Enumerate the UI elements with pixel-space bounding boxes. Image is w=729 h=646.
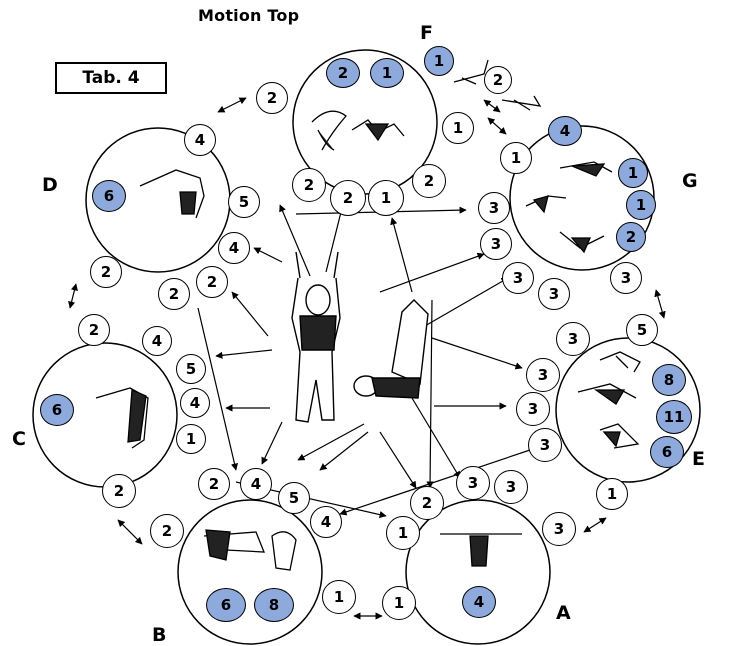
badge-c-4: 4 [142,326,172,356]
badge-e-1: 1 [596,478,628,510]
badge-d-4: 4 [218,232,250,264]
badge-top-left-2: 2 [256,82,288,114]
badge-g-2: 2 [616,222,646,252]
badge-c-4b: 4 [180,388,210,418]
badge-d-left-4: 4 [184,124,216,156]
badge-ring-1: 1 [368,180,404,216]
badge-e-8: 8 [652,364,686,396]
center-rolling-figure-icon [353,299,429,399]
badge-b-8: 8 [254,588,294,622]
badge-b-top-4: 4 [240,468,272,500]
badge-g-3e: 3 [610,262,642,294]
group-letter-g: G [682,170,698,192]
badge-g-1b: 1 [626,190,656,220]
diagram-title: Motion Top [198,6,300,25]
badge-left-2b: 2 [78,314,110,346]
badge-a-left-1: 1 [382,586,416,620]
badge-g-3d: 3 [538,278,570,310]
badge-e-6: 6 [650,436,684,468]
badge-top-1: 1 [370,58,404,88]
table-label: Tab. 4 [55,62,167,94]
center-standing-figure-icon [291,251,341,423]
badge-e-5: 5 [626,314,658,346]
badge-f-1: 1 [424,46,454,76]
badge-ring-2: 2 [330,180,366,216]
badge-e-3d: 3 [528,428,562,462]
badge-g-3c: 3 [502,262,534,294]
group-letter-a: A [556,602,571,624]
badge-c-5: 5 [176,354,206,384]
transition-arrows [68,97,666,620]
badge-a-top-3a: 3 [456,466,490,500]
badge-b-top-2: 2 [198,468,230,500]
badge-g-1a: 1 [618,158,648,188]
badge-top-2c: 2 [292,168,326,202]
badge-top-right-2: 2 [412,164,446,198]
badge-f-4: 4 [548,116,582,146]
badge-e-3e: 3 [542,512,576,546]
group-letter-e: E [692,448,705,470]
group-circle-b [177,499,323,645]
badge-a-1: 1 [386,516,420,550]
badge-b-left-2: 2 [150,514,184,548]
badge-a-top-2: 2 [410,486,444,520]
badge-a-4: 4 [462,586,496,618]
badge-a-top-3b: 3 [494,470,528,504]
badge-b-6: 6 [206,588,246,622]
badge-g-3b: 3 [480,228,512,260]
badge-g-3a: 3 [478,192,510,224]
badge-d-5: 5 [228,186,260,218]
center-arrows [197,204,531,519]
badge-d-2b: 2 [158,278,190,310]
badge-c-2: 2 [102,474,136,508]
badge-top-2: 2 [326,58,360,88]
badge-left-2a: 2 [90,256,122,288]
badge-c-1: 1 [176,424,206,454]
badge-c-6: 6 [40,394,74,426]
badge-d-6: 6 [92,180,126,212]
badge-b-top-5: 5 [278,482,310,514]
badge-f-2: 2 [484,66,512,94]
group-letter-d: D [42,174,58,196]
gymnast-figure-icon [95,59,641,571]
badge-f-1c: 1 [500,142,532,174]
badge-e-3b: 3 [526,358,560,392]
badge-b-top-4b: 4 [310,506,342,538]
group-letter-f: F [420,22,433,44]
group-circle-a [405,499,551,645]
group-letter-b: B [152,624,167,646]
badge-d-2a: 2 [196,266,228,298]
badge-b-1: 1 [322,580,356,614]
badge-e-3a: 3 [556,322,590,356]
group-letter-c: C [12,428,26,450]
badge-e-11: 11 [656,400,692,434]
badge-e-3c: 3 [516,392,550,426]
badge-f-1b: 1 [442,112,474,144]
